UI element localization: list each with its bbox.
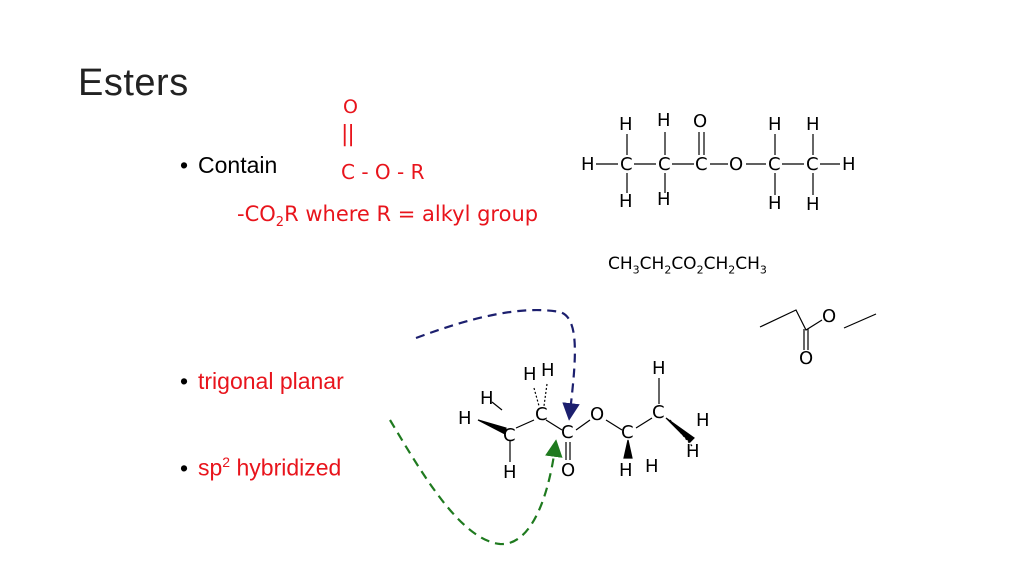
atom-c: C <box>652 402 665 423</box>
atom-h: H <box>657 110 671 131</box>
bullet-dot: • <box>180 152 189 178</box>
formula-part: CO <box>671 254 697 274</box>
slide-title: Esters <box>78 62 189 104</box>
atom-c: C <box>561 422 574 443</box>
formula-sub: 3 <box>759 263 767 277</box>
atom-h: H <box>458 408 472 429</box>
formula-sub: 2 <box>664 263 672 277</box>
navy-dashed-arrow <box>415 309 580 421</box>
atom-h: H <box>523 364 537 385</box>
ester-top-oxygen: O <box>343 96 358 118</box>
bullet-trigonal-text: trigonal planar <box>198 368 344 394</box>
atom-h: H <box>806 114 820 135</box>
atom-c: C <box>621 422 634 443</box>
atom-h: H <box>686 441 700 462</box>
formula-sub: 2 <box>696 263 704 277</box>
atom-h: H <box>581 154 595 175</box>
ester-formula-note: -CO2R where R = alkyl group <box>237 202 538 230</box>
atom-o: O <box>693 111 708 132</box>
atom-h: H <box>619 114 633 135</box>
atom-h: H <box>806 194 820 215</box>
atom-h: H <box>503 462 517 483</box>
formula-note-sub: 2 <box>275 215 285 231</box>
bullet-sp2-rest: hybridized <box>230 454 342 481</box>
atom-c: C <box>768 154 781 175</box>
atom-h: H <box>541 360 555 381</box>
bullet-dot: • <box>180 368 189 394</box>
bullet-sp2-base: sp <box>198 454 223 481</box>
atom-c: C <box>658 154 671 175</box>
atom-o: O <box>561 460 576 481</box>
atom-o: O <box>729 154 744 175</box>
atom-h: H <box>652 358 666 379</box>
atom-c: C <box>806 154 819 175</box>
bullet-trigonal: • trigonal planar <box>180 368 344 395</box>
atom-c: C <box>535 404 548 425</box>
atom-h: H <box>696 410 710 431</box>
skeletal-structure <box>759 309 877 350</box>
atom-h: H <box>645 456 659 477</box>
formula-part: CH <box>703 254 729 274</box>
atom-o: O <box>799 348 814 369</box>
bullet-contain-text: Contain <box>198 152 278 178</box>
atom-h: H <box>619 191 633 212</box>
atom-c: C <box>695 154 708 175</box>
formula-part: CH <box>608 254 633 274</box>
3d-structure-bonds <box>477 378 695 462</box>
formula-note-prefix: -CO <box>237 202 276 226</box>
formula-sub: 3 <box>632 263 640 277</box>
bullet-contain: • Contain <box>180 152 277 179</box>
lewis-structure-bonds <box>596 132 840 195</box>
formula-sub: 2 <box>728 263 736 277</box>
atom-h: H <box>768 114 782 135</box>
atom-h: H <box>619 460 633 481</box>
formula-note-suffix: R where R = alkyl group <box>284 202 539 226</box>
atom-h: H <box>480 388 494 409</box>
green-dashed-arrow <box>389 419 563 546</box>
formula-part: CH <box>639 254 665 274</box>
bullet-sp2-sup: 2 <box>222 454 231 470</box>
atom-o: O <box>590 404 605 425</box>
bullet-sp2: • sp2 hybridized <box>180 454 341 482</box>
atom-h: H <box>842 154 856 175</box>
formula-part: CH <box>735 254 760 274</box>
atom-c: C <box>503 425 516 446</box>
bullet-dot: • <box>180 454 189 481</box>
atom-c: C <box>620 154 633 175</box>
atom-o: O <box>822 306 837 327</box>
ester-double-bond: || <box>341 122 355 147</box>
atom-h: H <box>657 189 671 210</box>
condensed-formula: CH3CH2CO2CH2CH3 <box>608 254 767 276</box>
ester-chain: C - O - R <box>341 160 425 184</box>
atom-h: H <box>768 193 782 214</box>
